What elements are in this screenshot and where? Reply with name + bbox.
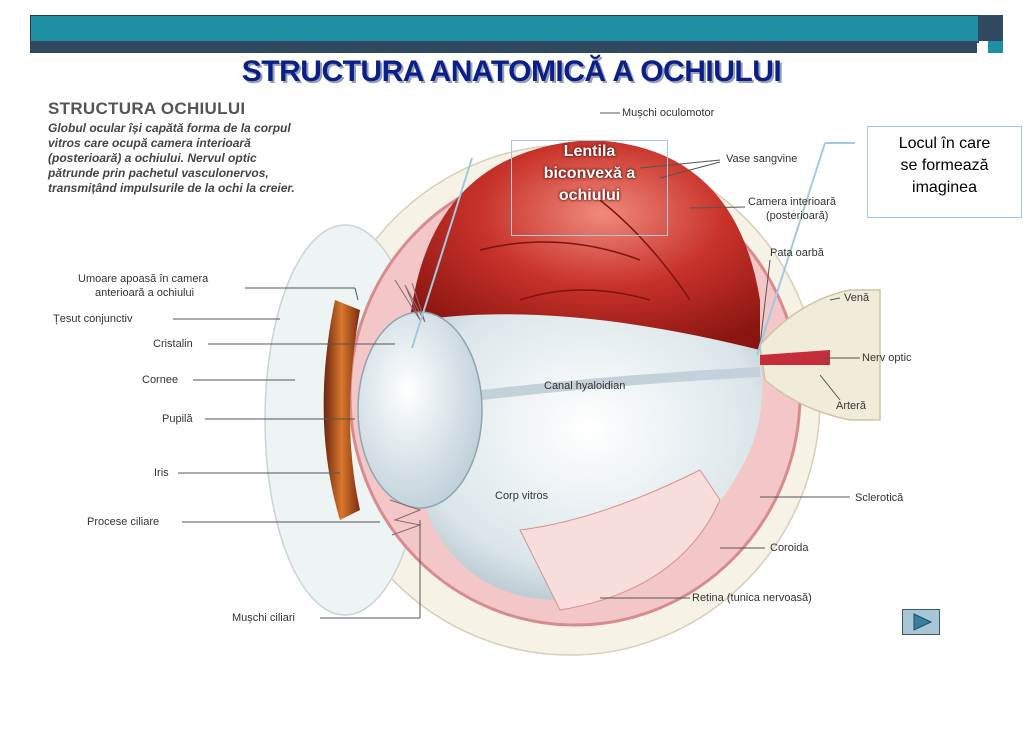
label-corp-vitros: Corp vitros [495, 490, 549, 502]
image-formation-callout-box: Locul în care se formează imaginea [867, 126, 1022, 218]
intro-paragraph: Globul ocular își capătă forma de la cor… [48, 121, 295, 195]
label-coroida: Coroida [770, 542, 809, 554]
label-canal-hyaloidian: Canal hyaloidian [544, 380, 626, 392]
label-pata-oarba: Pata oarbă [770, 247, 824, 259]
label-pupila: Pupilă [162, 413, 193, 425]
lens-callout-line-3: ochiului [558, 187, 621, 204]
label-vena: Venă [844, 292, 870, 304]
lens-callout-line-2: biconvexă a [543, 165, 636, 182]
leader-lines [173, 112, 860, 619]
retina-cut-plane [519, 469, 721, 611]
play-triangle-icon [913, 613, 933, 631]
header-corner-accent [988, 41, 1003, 53]
label-sclerotica: Sclerotică [855, 492, 904, 504]
ciliary-processes-top [394, 279, 426, 323]
header-corner-block [978, 15, 1003, 41]
next-slide-button[interactable] [902, 609, 940, 635]
label-artera: Arteră [836, 400, 866, 412]
label-retina: Retina (tunica nervoasă) [692, 592, 812, 604]
label-muschi-ciliari: Mușchi ciliari [232, 612, 295, 624]
label-procese-ciliare: Procese ciliare [87, 516, 160, 528]
locus-callout-line-2: se formează [900, 157, 989, 174]
label-cornee: Cornee [142, 374, 179, 386]
locus-callout-line-3: imaginea [912, 179, 977, 196]
label-camera-interioara-sub: (posterioară) [766, 210, 829, 222]
label-umoare-apoasa: Umoare apoasă în camera [78, 273, 209, 285]
retina-vessels [479, 199, 691, 301]
intro-heading: STRUCTURA OCHIULUI [48, 99, 246, 118]
lens-shape [357, 311, 483, 509]
label-muschi-oculomotor: Mușchi oculomotor [622, 107, 715, 119]
label-camera-interioara: Camera interioară [748, 196, 837, 208]
label-cristalin: Cristalin [153, 338, 193, 350]
header-underline [30, 41, 977, 53]
lens-callout-line-1: Lentila [563, 143, 616, 160]
label-umoare-apoasa-sub: anterioară a ochiului [95, 287, 195, 299]
iris-shape [323, 300, 360, 520]
label-tesut-conjunctiv: Țesut conjunctiv [53, 313, 133, 325]
label-nerv-optic: Nerv optic [862, 352, 912, 364]
locus-callout-line-1: Locul în care [898, 135, 991, 152]
lens-callout-pointer [411, 157, 473, 349]
slide-title: STRUCTURA ANATOMICĂ A OCHIULUI [241, 55, 782, 88]
ciliary-processes-bottom [389, 499, 422, 536]
locus-callout-pointer [756, 142, 826, 356]
label-iris: Iris [154, 467, 169, 479]
label-vase-sangvine: Vase sangvine [726, 153, 798, 165]
lens-callout-box: Lentila biconvexă a ochiului [511, 140, 668, 236]
central-artery-shape [760, 350, 830, 365]
